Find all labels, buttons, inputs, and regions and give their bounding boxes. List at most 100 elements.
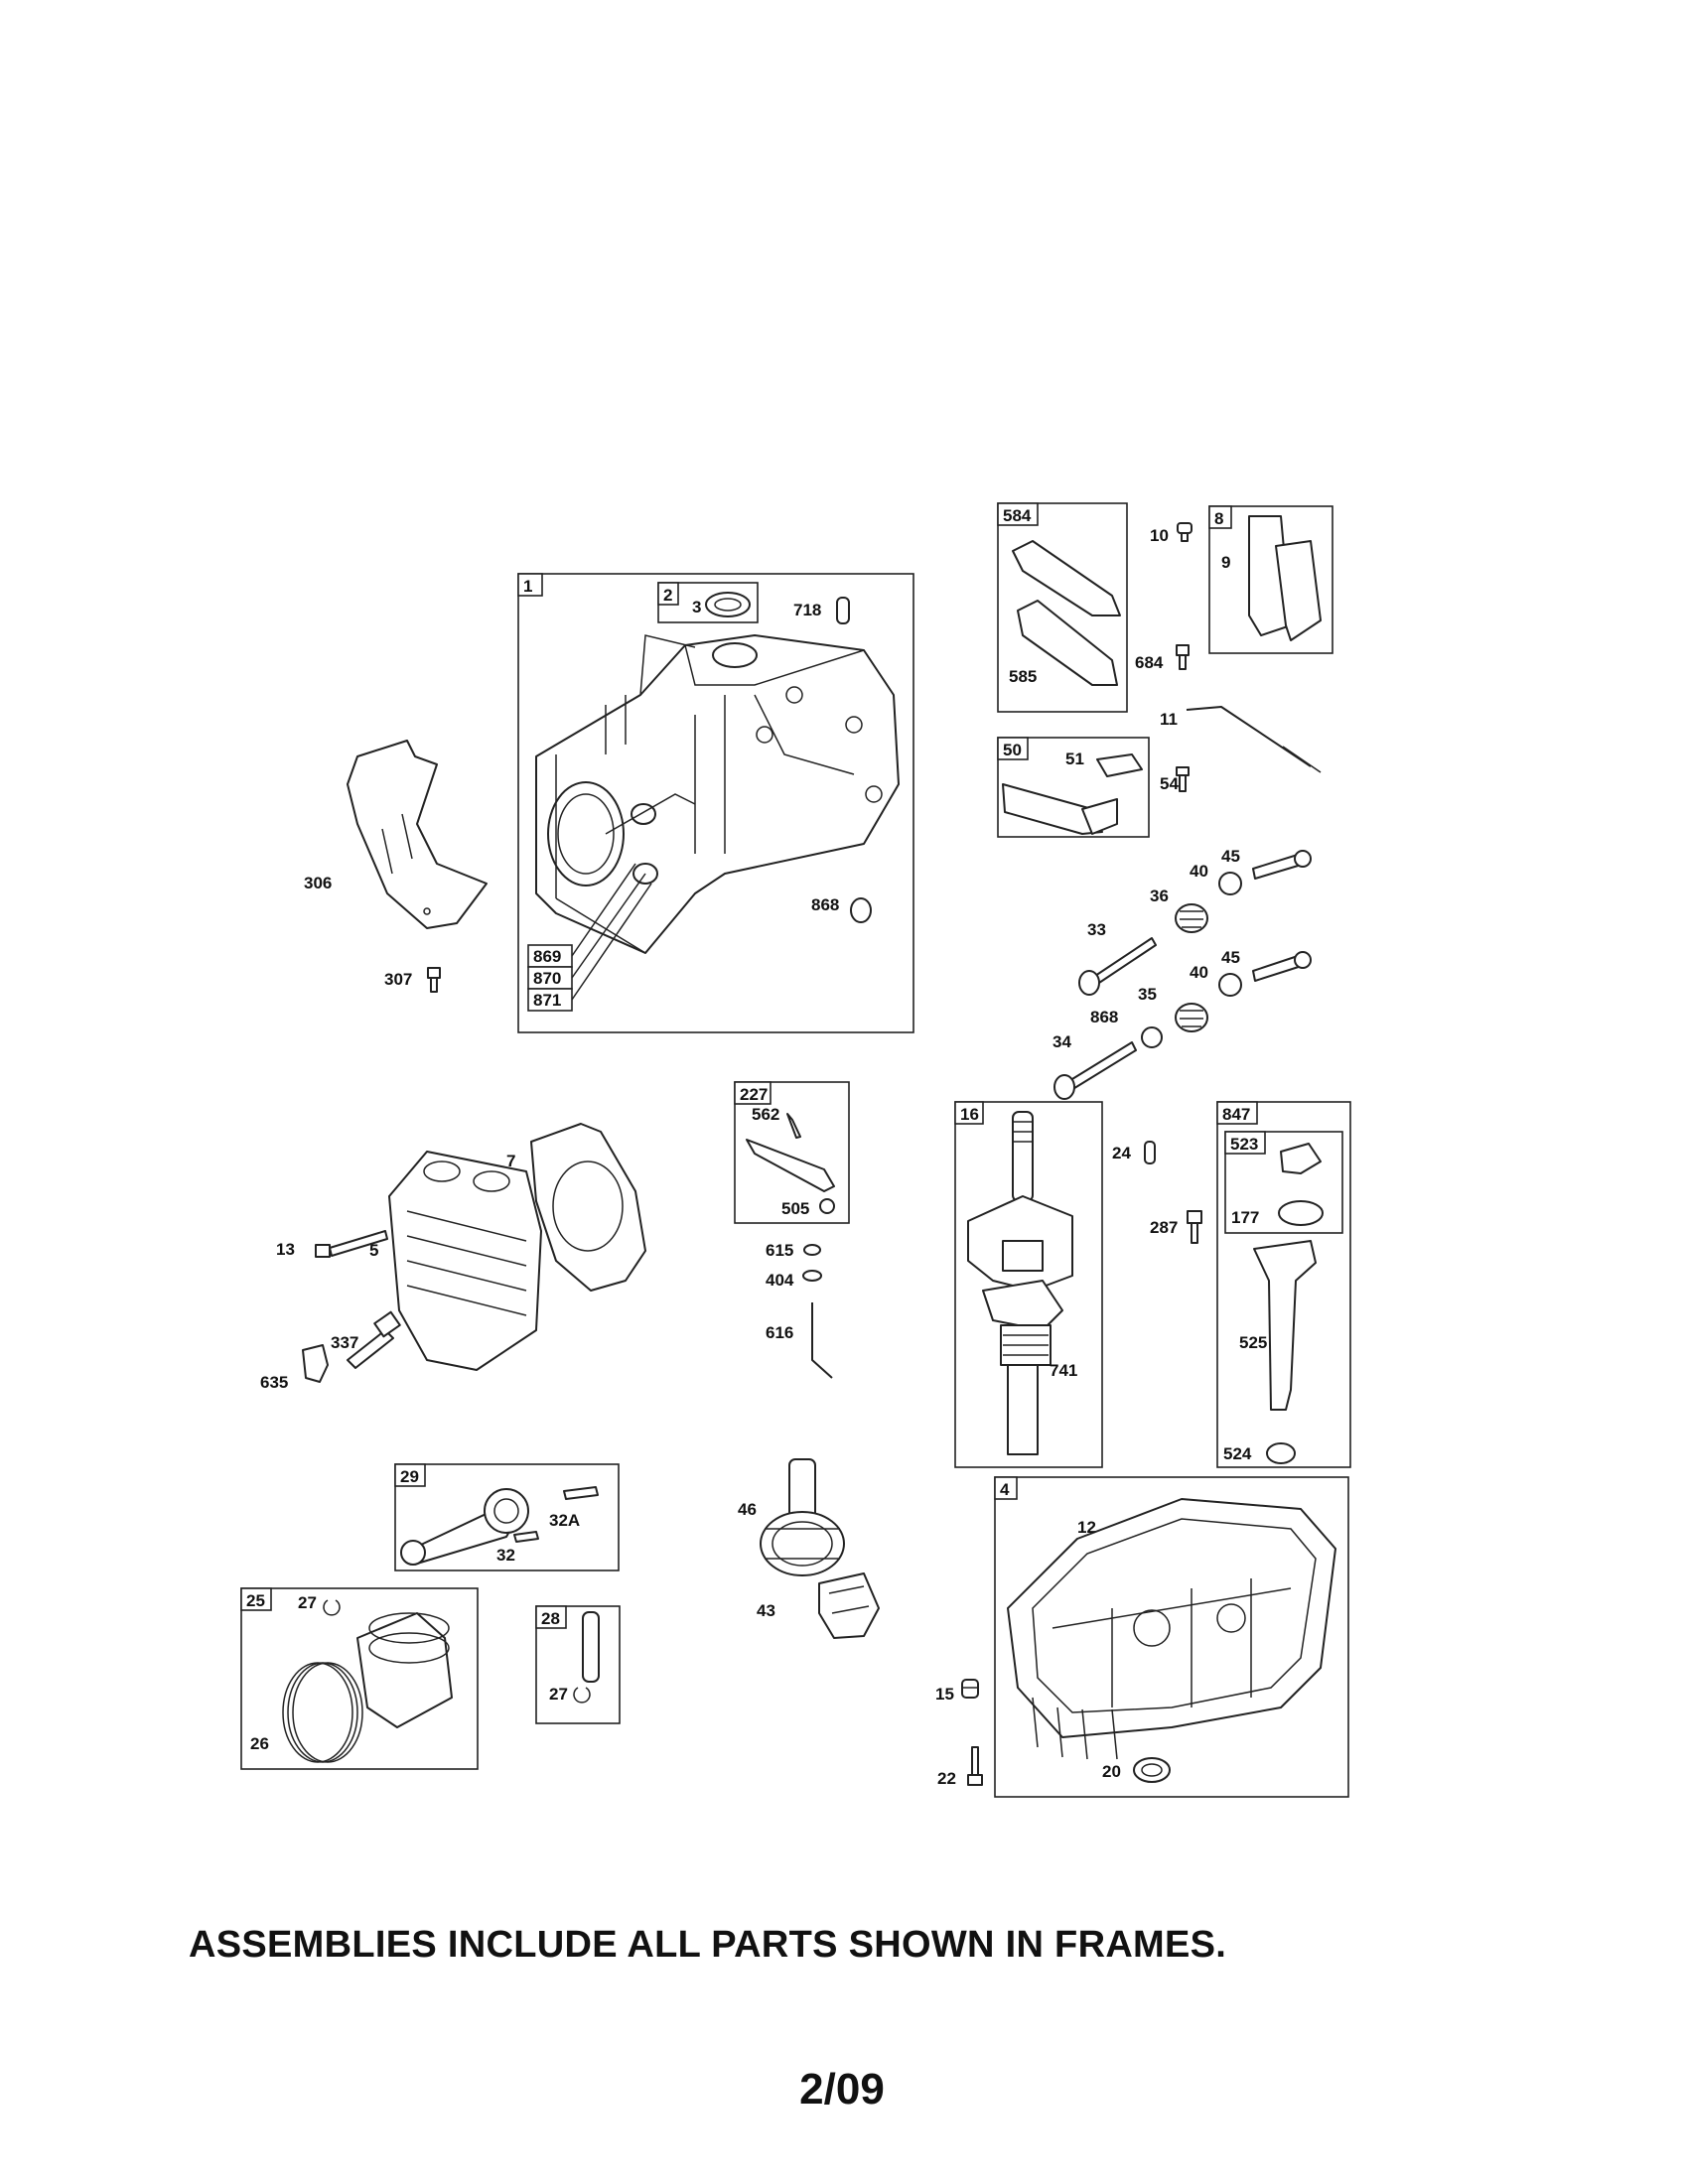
callout-34: 34 — [1052, 1032, 1071, 1051]
governor-lever-icon — [746, 1139, 835, 1192]
key-icon — [1144, 1141, 1156, 1164]
callout-26: 26 — [250, 1734, 269, 1753]
gasket-icon — [1017, 600, 1118, 686]
callout-36: 36 — [1150, 887, 1169, 905]
bolt-icon — [315, 1230, 388, 1258]
page-number: 2/09 — [799, 2065, 885, 2114]
frame-50-tab: 50 — [1003, 741, 1022, 759]
screw-icon — [427, 967, 441, 993]
callout-45-upper: 45 — [1221, 847, 1240, 866]
callout-51: 51 — [1065, 750, 1084, 768]
callout-177: 177 — [1231, 1208, 1259, 1227]
dipstick-tube-icon — [1253, 1240, 1317, 1411]
callout-9: 9 — [1221, 553, 1230, 572]
oil-seal-icon — [1133, 1757, 1171, 1783]
callout-10: 10 — [1150, 526, 1169, 545]
frame-2-seal: 2 — [657, 582, 759, 623]
callout-741: 741 — [1050, 1361, 1077, 1380]
screw-icon — [1176, 644, 1190, 670]
frame-2-tab: 2 — [663, 586, 672, 605]
frame-523-tab: 523 — [1230, 1135, 1258, 1154]
retainer-icon — [1218, 872, 1242, 895]
dipstick-cap-icon — [1280, 1143, 1322, 1174]
compression-release-icon — [818, 1572, 880, 1639]
frame-523-dipstick: 523 — [1224, 1131, 1343, 1234]
crankshaft-icon — [967, 1111, 1073, 1455]
callout-524: 524 — [1223, 1444, 1252, 1463]
screw-icon — [967, 1746, 983, 1786]
o-ring-icon — [1266, 1442, 1296, 1464]
callout-33: 33 — [1087, 920, 1106, 939]
callout-404: 404 — [766, 1271, 794, 1290]
frame-25-tab: 25 — [246, 1591, 265, 1610]
callout-307: 307 — [384, 970, 412, 989]
retaining-ring-icon — [323, 1599, 341, 1616]
callout-24: 24 — [1112, 1144, 1131, 1162]
washer-icon — [803, 1244, 821, 1256]
drain-plug-icon — [961, 1679, 979, 1699]
frame-4-tab: 4 — [1000, 1480, 1010, 1499]
rocker-cover-icon — [1275, 540, 1322, 641]
callout-525: 525 — [1239, 1333, 1267, 1352]
callout-684: 684 — [1135, 653, 1164, 672]
callout-11: 11 — [1160, 710, 1178, 729]
callout-306: 306 — [304, 874, 332, 892]
callout-32A: 32A — [549, 1511, 580, 1530]
assemblies-caption: ASSEMBLIES INCLUDE ALL PARTS SHOWN IN FR… — [189, 1924, 1227, 1966]
callout-562: 562 — [752, 1105, 779, 1124]
frame-584-tab: 584 — [1003, 506, 1032, 525]
callout-40-upper: 40 — [1190, 862, 1208, 881]
callout-32: 32 — [496, 1546, 515, 1565]
wrist-pin-icon — [582, 1611, 600, 1683]
washer-icon — [802, 1270, 822, 1282]
bolt-icon — [513, 1531, 539, 1543]
callout-45-lower: 45 — [1221, 948, 1240, 967]
callout-15: 15 — [935, 1685, 954, 1704]
frame-847-dipstick-tube: 847 523 — [1216, 1101, 1351, 1468]
frame-1-cylinder-block: 1 2 3 718 — [517, 573, 914, 1033]
callout-868-block: 868 — [811, 895, 839, 914]
screw-icon — [1187, 1210, 1202, 1244]
frame-847-tab: 847 — [1222, 1105, 1250, 1124]
frame-29-tab: 29 — [400, 1467, 419, 1486]
frame-8-rocker-cover: 8 — [1208, 505, 1333, 654]
callout-22: 22 — [937, 1769, 956, 1788]
cylinder-head-icon — [388, 1151, 542, 1371]
callout-287: 287 — [1150, 1218, 1178, 1237]
seal-icon — [1141, 1026, 1163, 1048]
callout-12: 12 — [1077, 1518, 1096, 1537]
callout-868-valve: 868 — [1090, 1008, 1118, 1026]
gasket-icon — [1096, 753, 1143, 777]
frame-28-tab: 28 — [541, 1609, 560, 1628]
screw-icon — [1176, 766, 1190, 792]
frame-16-crankshaft: 16 — [954, 1101, 1103, 1468]
nut-icon — [819, 1198, 835, 1214]
callout-5: 5 — [369, 1241, 378, 1260]
spark-plug-boot-icon — [302, 1344, 329, 1383]
screw-icon — [786, 1113, 801, 1139]
head-gasket-icon — [530, 1123, 646, 1292]
callout-43: 43 — [757, 1601, 775, 1620]
retainer-icon — [1218, 973, 1242, 997]
callout-585: 585 — [1009, 667, 1037, 686]
frame-28-wrist-pin: 28 — [535, 1605, 621, 1724]
frame-16-tab: 16 — [960, 1105, 979, 1124]
callout-616: 616 — [766, 1323, 793, 1342]
frame-50-breather: 50 — [997, 737, 1150, 838]
frame-227-tab: 227 — [740, 1085, 768, 1104]
breather-tube-icon — [1186, 706, 1312, 767]
callout-635: 635 — [260, 1373, 288, 1392]
subtab-869: 869 — [533, 947, 561, 966]
spark-plug-icon — [347, 1310, 401, 1369]
frame-227-governor: 227 — [734, 1081, 850, 1224]
dowel-pin-icon — [836, 597, 850, 624]
frame-25-piston: 25 — [240, 1587, 479, 1770]
callout-505: 505 — [781, 1199, 809, 1218]
retaining-ring-icon — [573, 1687, 591, 1704]
frame-1-tab: 1 — [523, 577, 532, 596]
callout-27-piston: 27 — [298, 1593, 317, 1612]
callout-615: 615 — [766, 1241, 793, 1260]
callout-40-lower: 40 — [1190, 963, 1208, 982]
plug-icon — [850, 897, 872, 923]
